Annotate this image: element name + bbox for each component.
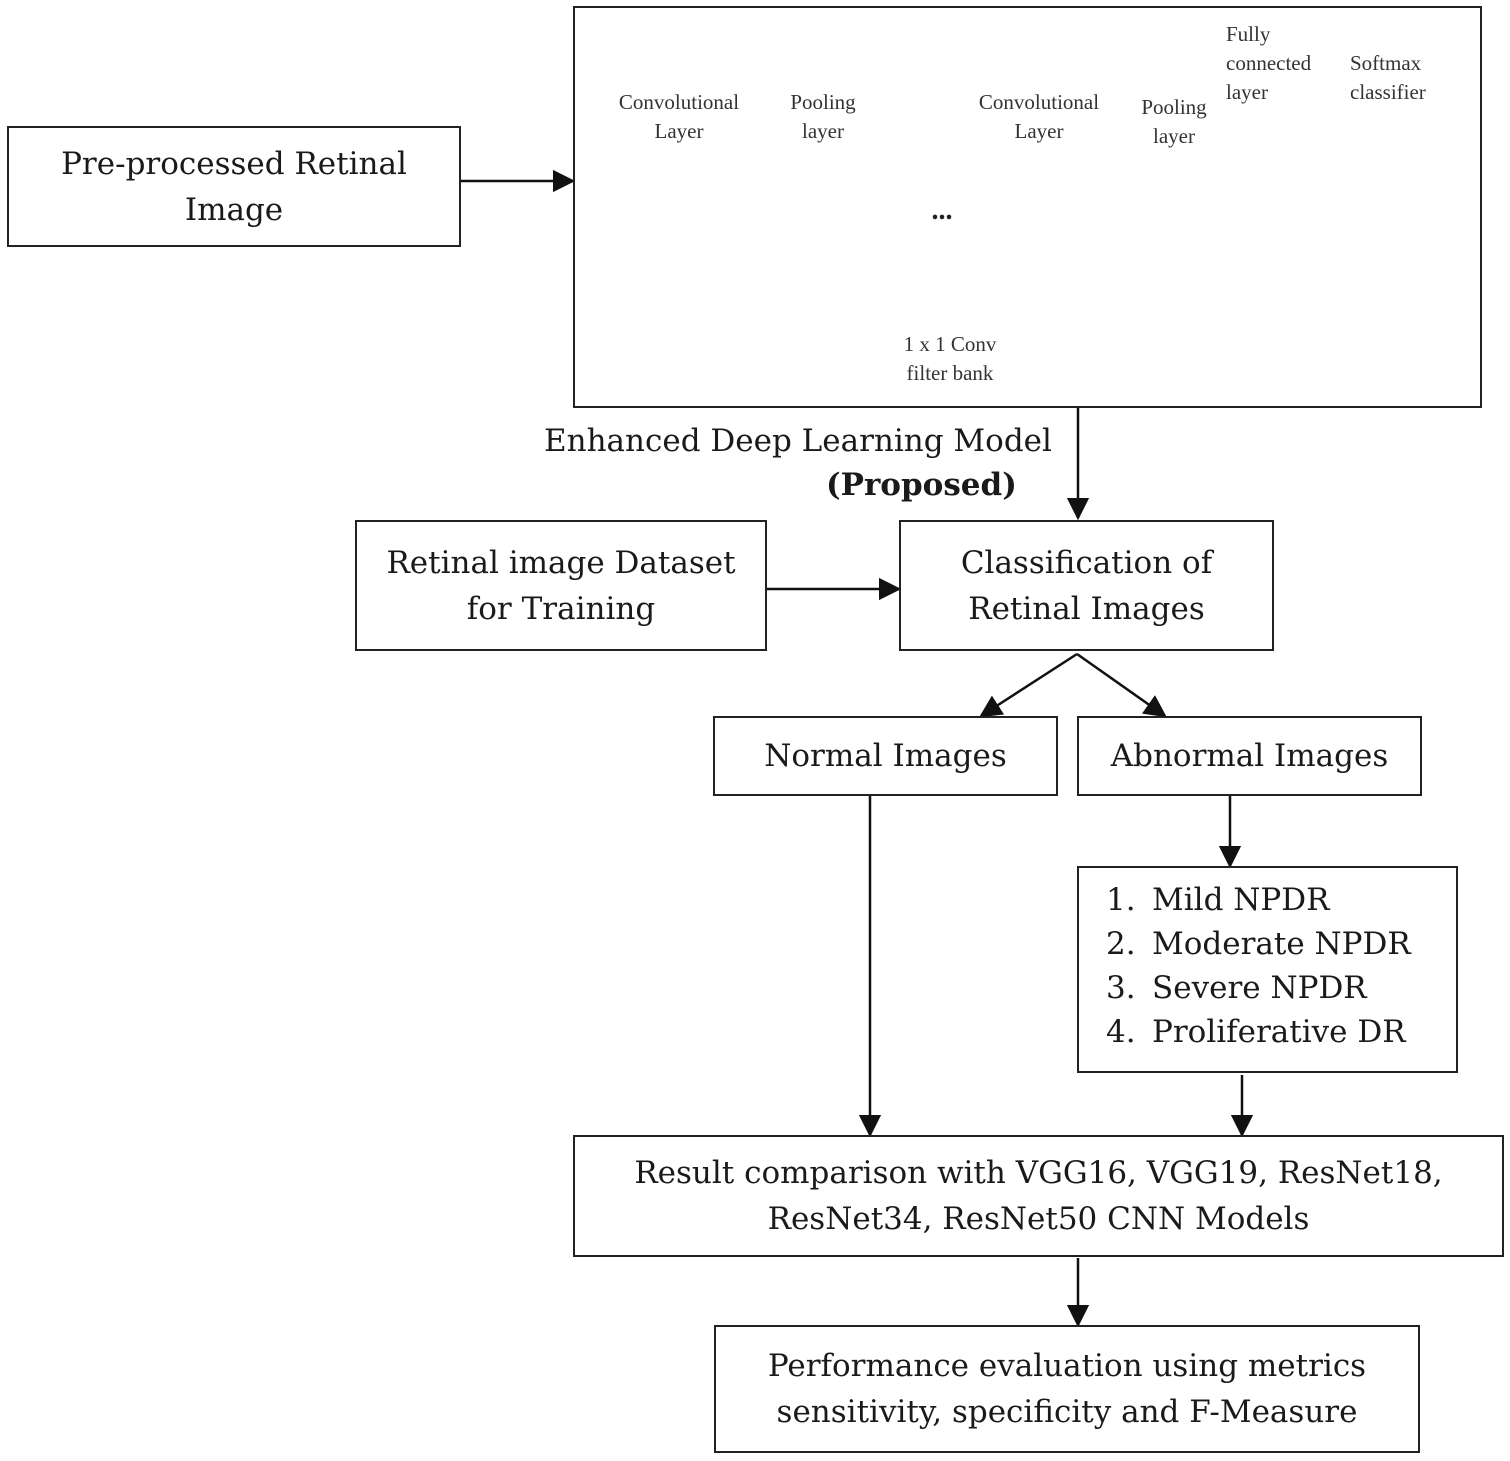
pooling-layer-2-label: Pooling layer [1122,93,1226,151]
list-item: 2. Moderate NPDR [1106,922,1411,966]
list-item-label: Severe NPDR [1152,970,1367,1006]
comparison-box: Result comparison with VGG16, VGG19, Res… [573,1135,1504,1257]
conv-layer-2-label-line-2: Layer [1014,119,1064,143]
dataset-box: Retinal image Dataset for Training [355,520,767,651]
pooling-layer-1-label-line-2: layer [802,119,844,143]
pooling-layer-1-label: Pooling layer [768,88,878,146]
model-caption: Enhanced Deep Learning Model [544,423,1052,459]
list-item-number: 2. [1106,926,1136,962]
list-item: 4. Proliferative DR [1106,1010,1411,1054]
normal-images-box: Normal Images [713,716,1058,796]
conv-layer-1-label-line-2: Layer [654,119,704,143]
fully-connected-label-line-2: connected [1226,51,1312,75]
arrow-classification-to-abnormal [1076,652,1167,718]
performance-line-2: sensitivity, specificity and F-Measure [776,1394,1358,1430]
softmax-label-line-1: Softmax [1350,51,1422,75]
pooling-layer-2-label-line-2: layer [1153,124,1195,148]
softmax-label: Softmax classifier [1350,49,1426,107]
comparison-line-1: Result comparison with VGG16, VGG19, Res… [634,1155,1443,1191]
performance-box: Performance evaluation using metrics sen… [714,1325,1420,1453]
pooling-layer-1-label-line-1: Pooling [790,90,856,114]
filter-bank-label: 1 x 1 Conv filter bank [870,330,1030,388]
model-caption-proposed: (Proposed) [826,467,1017,503]
classification-box: Classification of Retinal Images [899,520,1274,651]
dataset-line-1: Retinal image Dataset [386,544,736,581]
list-item-number: 1. [1106,882,1136,918]
conv-layer-1-label-line-1: Convolutional [618,90,740,114]
normal-images-label: Normal Images [764,738,1007,774]
fully-connected-label-line-3: layer [1226,80,1268,104]
fully-connected-label-line-1: Fully [1226,22,1271,46]
preprocessed-image-box: Pre-processed Retinal Image [7,126,461,247]
abnormal-classes-list: 1. Mild NPDR 2. Moderate NPDR 3. Severe … [1106,878,1411,1054]
fully-connected-label: Fully connected layer [1226,20,1311,107]
list-item-label: Proliferative DR [1152,1014,1406,1050]
list-item-number: 3. [1106,970,1136,1006]
list-item: 3. Severe NPDR [1106,966,1411,1010]
classification-line-2: Retinal Images [968,590,1205,627]
list-item-label: Moderate NPDR [1152,926,1411,962]
softmax-label-line-2: classifier [1350,80,1426,104]
preprocessed-line-2: Image [184,191,284,228]
comparison-line-2: ResNet34, ResNet50 CNN Models [767,1201,1310,1237]
abnormal-classes-box [1077,866,1458,1073]
filter-bank-label-line-1: 1 x 1 Conv [903,332,997,356]
conv-layer-1-label: Convolutional Layer [604,88,754,146]
arrow-classification-to-normal [979,652,1078,718]
pooling-layer-2-label-line-1: Pooling [1141,95,1207,119]
preprocessed-line-1: Pre-processed Retinal [61,145,407,182]
classification-line-1: Classification of [960,544,1213,581]
list-item-label: Mild NPDR [1152,882,1330,918]
conv-layer-2-label: Convolutional Layer [964,88,1114,146]
abnormal-images-label: Abnormal Images [1110,738,1389,774]
abnormal-images-box: Abnormal Images [1077,716,1422,796]
deep-learning-model-box [573,6,1482,408]
filter-bank-label-line-2: filter bank [906,361,994,385]
performance-line-1: Performance evaluation using metrics [767,1348,1367,1384]
dataset-line-2: for Training [466,590,656,627]
list-item-number: 4. [1106,1014,1136,1050]
list-item: 1. Mild NPDR [1106,878,1411,922]
ellipsis: ... [931,195,953,226]
conv-layer-2-label-line-1: Convolutional [978,90,1100,114]
